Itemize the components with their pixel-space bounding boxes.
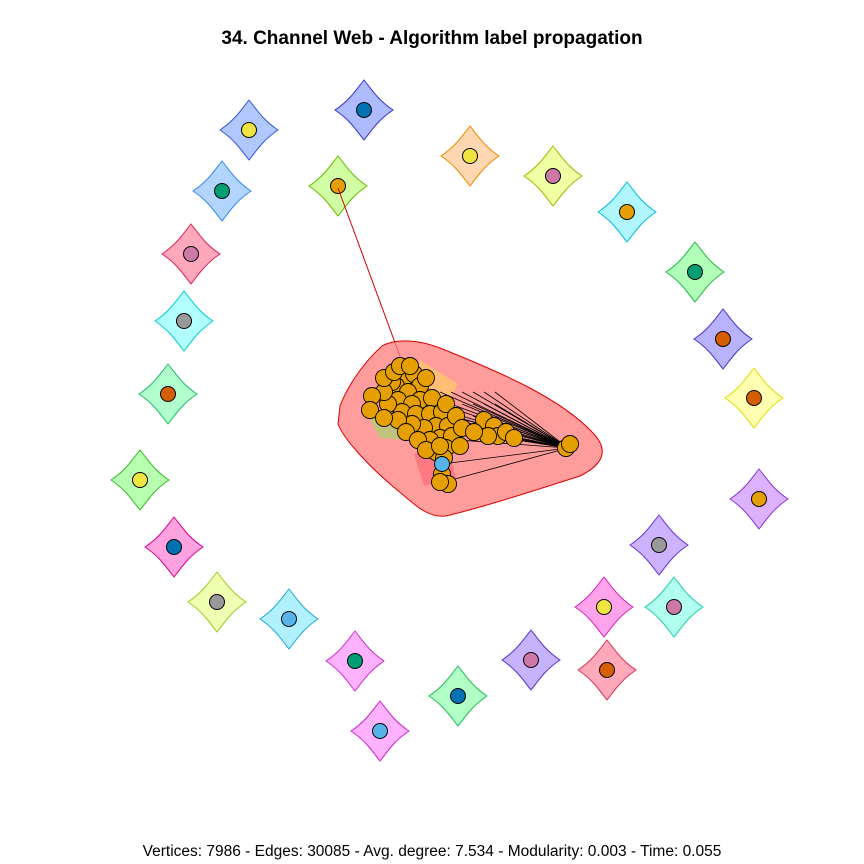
edge — [441, 447, 569, 465]
isolated-communities — [110, 79, 789, 762]
community-7 — [597, 181, 657, 243]
community-2 — [219, 99, 279, 161]
cluster-node — [465, 423, 483, 441]
community-node — [545, 168, 561, 184]
community-25 — [428, 665, 488, 727]
cluster-node — [431, 437, 449, 455]
cluster-node — [437, 395, 455, 413]
community-6 — [192, 160, 252, 222]
graph-statistics: Vertices: 7986 - Edges: 30085 - Avg. deg… — [142, 843, 722, 860]
community-26 — [350, 700, 410, 762]
community-node — [523, 652, 539, 668]
community-node — [356, 102, 372, 118]
community-node — [651, 537, 667, 553]
edge — [494, 403, 569, 449]
community-node — [183, 246, 199, 262]
main-community — [337, 187, 603, 517]
community-4 — [523, 145, 583, 207]
community-node — [687, 264, 703, 280]
edge — [494, 391, 569, 449]
community-3 — [440, 125, 500, 187]
community-node — [619, 204, 635, 220]
community-node — [596, 599, 612, 615]
community-24 — [577, 639, 637, 701]
cluster-node — [361, 401, 379, 419]
community-node — [715, 331, 731, 347]
edge — [443, 447, 569, 483]
community-node — [166, 539, 182, 555]
community-17 — [629, 514, 689, 576]
community-node — [450, 688, 466, 704]
community-20 — [644, 576, 704, 638]
community-14 — [110, 449, 170, 511]
community-node — [160, 386, 176, 402]
community-9 — [665, 241, 725, 303]
cluster-node — [431, 473, 449, 491]
community-node — [746, 390, 762, 406]
community-11 — [693, 308, 753, 370]
community-1 — [334, 79, 394, 141]
community-node — [241, 122, 257, 138]
cluster-node — [401, 357, 419, 375]
community-15 — [729, 468, 789, 530]
edge — [483, 391, 569, 449]
cluster-node — [375, 409, 393, 427]
community-node — [372, 723, 388, 739]
community-node — [599, 662, 615, 678]
community-22 — [325, 630, 385, 692]
edge — [494, 415, 569, 449]
community-16 — [144, 516, 204, 578]
community-node — [462, 148, 478, 164]
community-node — [347, 653, 363, 669]
community-node — [666, 599, 682, 615]
community-node — [176, 313, 192, 329]
cluster-node — [451, 437, 469, 455]
community-19 — [574, 576, 634, 638]
community-node — [209, 594, 225, 610]
community-23 — [501, 629, 561, 691]
community-8 — [161, 223, 221, 285]
community-18 — [187, 571, 247, 633]
community-10 — [154, 290, 214, 352]
cluster-node — [434, 456, 450, 472]
cluster-node — [561, 435, 579, 453]
community-21 — [259, 588, 319, 650]
chart-title: 34. Channel Web - Algorithm label propag… — [221, 28, 643, 49]
community-node — [132, 472, 148, 488]
cluster-node — [417, 369, 435, 387]
community-node — [281, 611, 297, 627]
cluster-node — [505, 429, 523, 447]
community-13 — [724, 367, 784, 429]
community-node — [214, 183, 230, 199]
community-12 — [138, 363, 198, 425]
edge — [483, 403, 569, 449]
community-node — [751, 491, 767, 507]
community-node — [330, 178, 346, 194]
community-5 — [308, 155, 368, 217]
